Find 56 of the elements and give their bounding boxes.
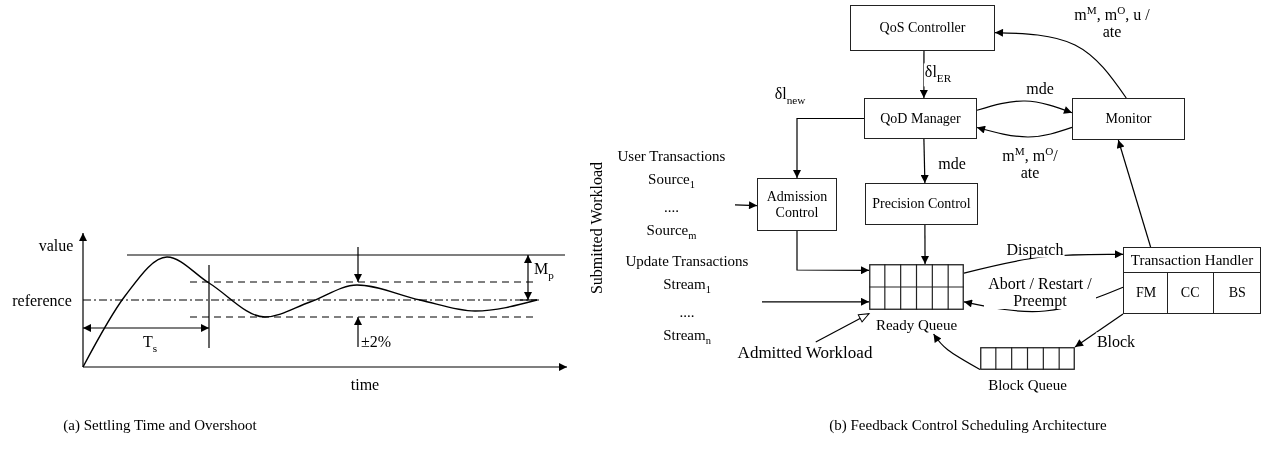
box-label: Monitor: [1105, 111, 1152, 127]
axis-label: time: [350, 375, 380, 393]
box-label: Admission Control: [765, 188, 829, 221]
cell-label: CC: [1180, 285, 1200, 302]
process-box: [865, 183, 978, 225]
caption: (a) Settling Time and Overshoot: [63, 416, 257, 434]
cell-label: BS: [1228, 285, 1246, 302]
source-label: ....: [664, 198, 679, 217]
dimension-label: ±2%: [360, 332, 392, 350]
arrow: [734, 201, 758, 210]
box-label: QoD Manager: [880, 110, 961, 127]
arrow: [920, 138, 929, 184]
component-cell: [1212, 271, 1261, 314]
axis-label: value: [38, 236, 74, 254]
arrow: [976, 125, 1073, 138]
edge-label: mde: [1025, 79, 1055, 97]
dimension-label: T$_{s}$: [142, 333, 158, 356]
process-box: [864, 98, 977, 139]
process-box: [850, 5, 995, 51]
arrow: [994, 28, 1127, 99]
box-heading: Transaction Handler: [1129, 252, 1255, 268]
component-cell: [1166, 271, 1213, 314]
arrow: [933, 333, 981, 371]
source-label: Stream$_{n}$: [663, 326, 711, 348]
vertical-label: Submitted Workload: [587, 161, 605, 295]
arrow: [921, 224, 929, 265]
source-label: Stream$_{1}$: [663, 275, 711, 297]
edge-label: mde: [937, 154, 967, 172]
box-label: Precision Control: [872, 196, 971, 212]
caption: (b) Feedback Control Scheduling Architecture: [829, 416, 1107, 434]
arrow: [796, 230, 870, 275]
process-box: [757, 178, 837, 231]
dimension-label: M$_{p}$: [534, 260, 554, 283]
edge-label: Abort / Restart / Preempt: [984, 275, 1096, 309]
source-label: User Transactions: [617, 147, 726, 166]
hollow-arrow: [815, 313, 870, 343]
arrow: [1074, 313, 1124, 348]
source-label: Update Transactions: [625, 252, 749, 271]
box-label: QoS Controller: [879, 20, 966, 36]
axis-label: reference: [12, 291, 72, 309]
queue-label: Block Queue: [987, 377, 1068, 393]
edge-label: δl$_{ER}$: [923, 63, 953, 87]
source-label: Source$_{1}$: [648, 170, 695, 192]
edge-label: Dispatch: [1005, 240, 1065, 258]
source-label: Source$_{m}$: [646, 221, 697, 243]
process-box: [1072, 98, 1185, 140]
queue-label: Ready Queue: [874, 317, 959, 333]
edge-label: Block: [1095, 332, 1137, 350]
arrow: [1116, 139, 1152, 248]
arrow: [793, 117, 865, 179]
source-label: ....: [679, 303, 695, 322]
arrow: [976, 100, 1073, 114]
component-box: [1123, 247, 1261, 314]
source-label: Admitted Workload: [737, 342, 873, 364]
cell-label: FM: [1135, 285, 1157, 302]
arrow: [761, 297, 870, 306]
